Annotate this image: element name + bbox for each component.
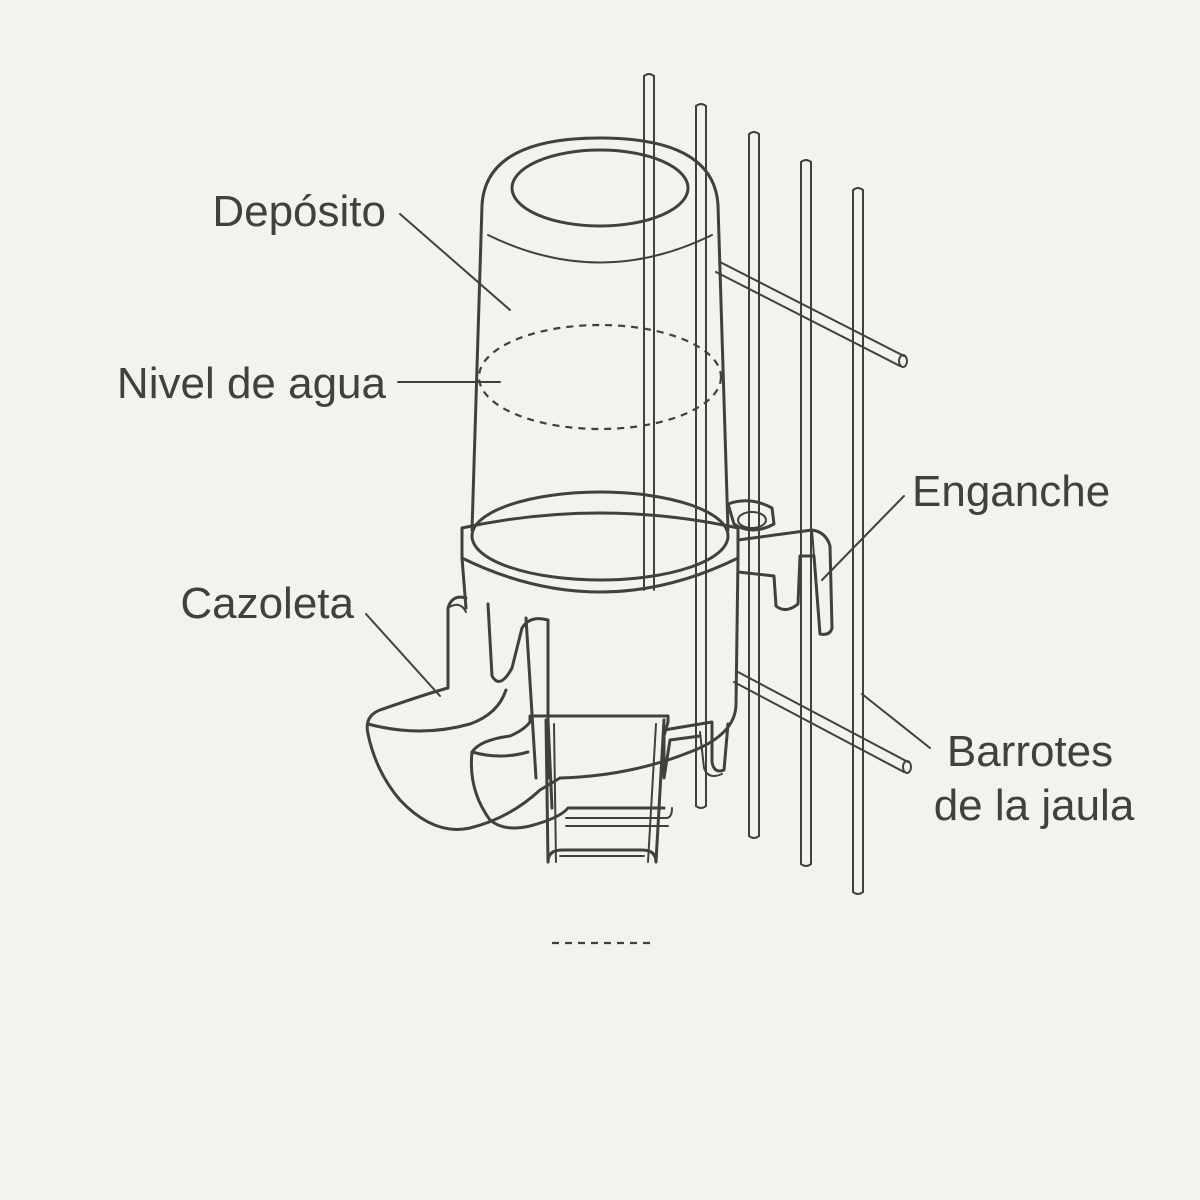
leader-barrotes	[861, 693, 931, 749]
label-cazoleta: Cazoleta	[180, 579, 354, 628]
label-enganche: Enganche	[912, 467, 1110, 516]
cage-crosswire-upper	[715, 261, 908, 368]
cage-crosswire-lower	[733, 671, 912, 774]
cage-bar-5	[852, 187, 864, 895]
cage-bar-2	[695, 103, 707, 809]
cage-bar-1	[643, 73, 655, 591]
reservoir	[470, 136, 730, 532]
hook-clip	[726, 499, 834, 636]
cage-bar-4	[800, 159, 812, 867]
inset-side-view	[469, 714, 730, 945]
labels: Depósito Nivel de agua Enganche Cazoleta…	[117, 187, 1135, 830]
cage-bars	[643, 73, 912, 895]
leader-enganche	[821, 495, 905, 581]
label-barrotes-line1: Barrotes	[947, 727, 1113, 776]
cup-base	[365, 490, 740, 831]
water-level-ellipse	[477, 323, 723, 431]
leader-lines	[365, 213, 931, 749]
cage-bar-3	[748, 131, 760, 839]
label-nivel-agua: Nivel de agua	[117, 359, 387, 408]
leader-cazoleta	[365, 613, 441, 697]
waterer-main	[365, 136, 834, 831]
leader-deposito	[399, 213, 511, 311]
label-barrotes-line2: de la jaula	[934, 781, 1135, 830]
label-deposito: Depósito	[212, 187, 386, 236]
